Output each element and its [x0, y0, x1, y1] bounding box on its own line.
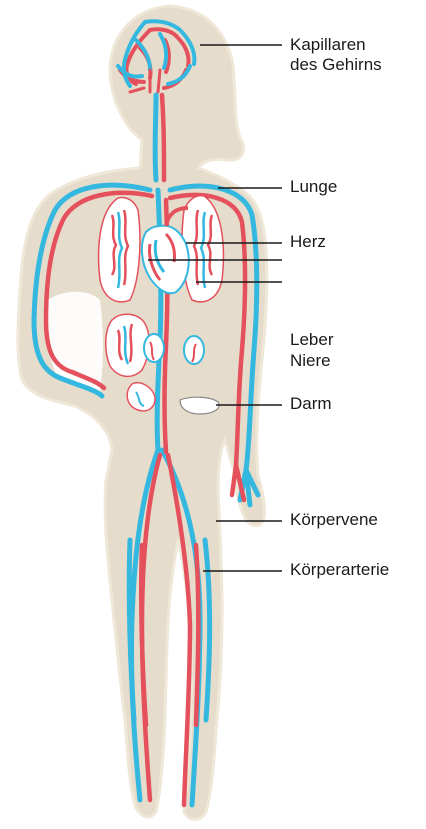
label-brain-capillaries-line1: Kapillaren: [290, 35, 382, 55]
label-heart: Herz: [290, 232, 326, 252]
label-body-vein: Körpervene: [290, 510, 378, 530]
label-brain-capillaries: Kapillaren des Gehirns: [290, 35, 382, 74]
label-kidney: Niere: [290, 351, 331, 371]
liver: [106, 314, 149, 376]
label-lung: Lunge: [290, 177, 337, 197]
label-brain-capillaries-line2: des Gehirns: [290, 55, 382, 75]
label-body-artery: Körperarterie: [290, 560, 389, 580]
label-liver: Leber: [290, 330, 333, 350]
label-intestine: Darm: [290, 394, 332, 414]
